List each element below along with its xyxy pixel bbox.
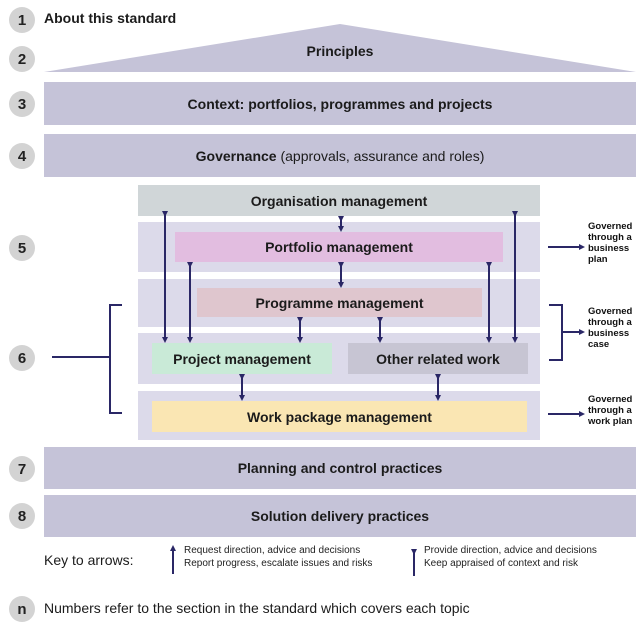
governed-business-plan-label: Governed through a business plan: [588, 221, 633, 265]
governance-label: Governance: [195, 147, 277, 164]
section-number-n: n: [9, 596, 35, 622]
planning-band: Planning and control practices: [44, 447, 636, 489]
organisation-management-label: Organisation management: [250, 192, 428, 209]
other-related-work-label: Other related work: [376, 350, 500, 367]
portfolio-management-label: Portfolio management: [265, 239, 413, 255]
footnote: Numbers refer to the section in the stan…: [44, 600, 470, 616]
section-number-5: 5: [9, 235, 35, 261]
solution-label: Solution delivery practices: [250, 508, 430, 524]
principles-roof: [44, 24, 636, 72]
programme-management-label: Programme management: [255, 294, 424, 311]
other-related-work-box: Other related work: [348, 343, 528, 374]
portfolio-management-box: Portfolio management: [175, 232, 503, 262]
section-number-4: 4: [9, 143, 35, 169]
governed-work-plan-label: Governed through a work plan: [588, 394, 633, 427]
work-package-management-label: Work package management: [247, 408, 432, 425]
planning-label: Planning and control practices: [237, 460, 443, 476]
solution-band: Solution delivery practices: [44, 495, 636, 537]
section-number-1: 1: [9, 7, 35, 33]
context-band: Context: portfolios, programmes and proj…: [44, 82, 636, 125]
work-package-management-box: Work package management: [152, 401, 527, 432]
section-number-7: 7: [9, 456, 35, 482]
section-number-3: 3: [9, 91, 35, 117]
project-management-label: Project management: [173, 350, 311, 367]
key-double-arrow-text: Provide direction, advice and decisions …: [424, 545, 597, 569]
section-number-8: 8: [9, 503, 35, 529]
organisation-management-box: Organisation management: [138, 185, 540, 216]
governance-band: Governance (approvals, assurance and rol…: [44, 134, 636, 177]
principles-label: Principles: [306, 43, 374, 59]
about-this-standard: About this standard: [44, 10, 177, 26]
programme-management-box: Programme management: [197, 288, 482, 317]
key-title: Key to arrows:: [44, 552, 134, 568]
context-label: Context: portfolios, programmes and proj…: [187, 95, 493, 112]
project-management-box: Project management: [152, 343, 332, 374]
key-single-arrow-text: Request direction, advice and decisions …: [184, 545, 373, 569]
section-number-2: 2: [9, 46, 35, 72]
governance-detail: (approvals, assurance and roles): [280, 147, 485, 164]
governed-business-case-label: Governed through a business case: [588, 306, 633, 350]
section-number-6: 6: [9, 345, 35, 371]
